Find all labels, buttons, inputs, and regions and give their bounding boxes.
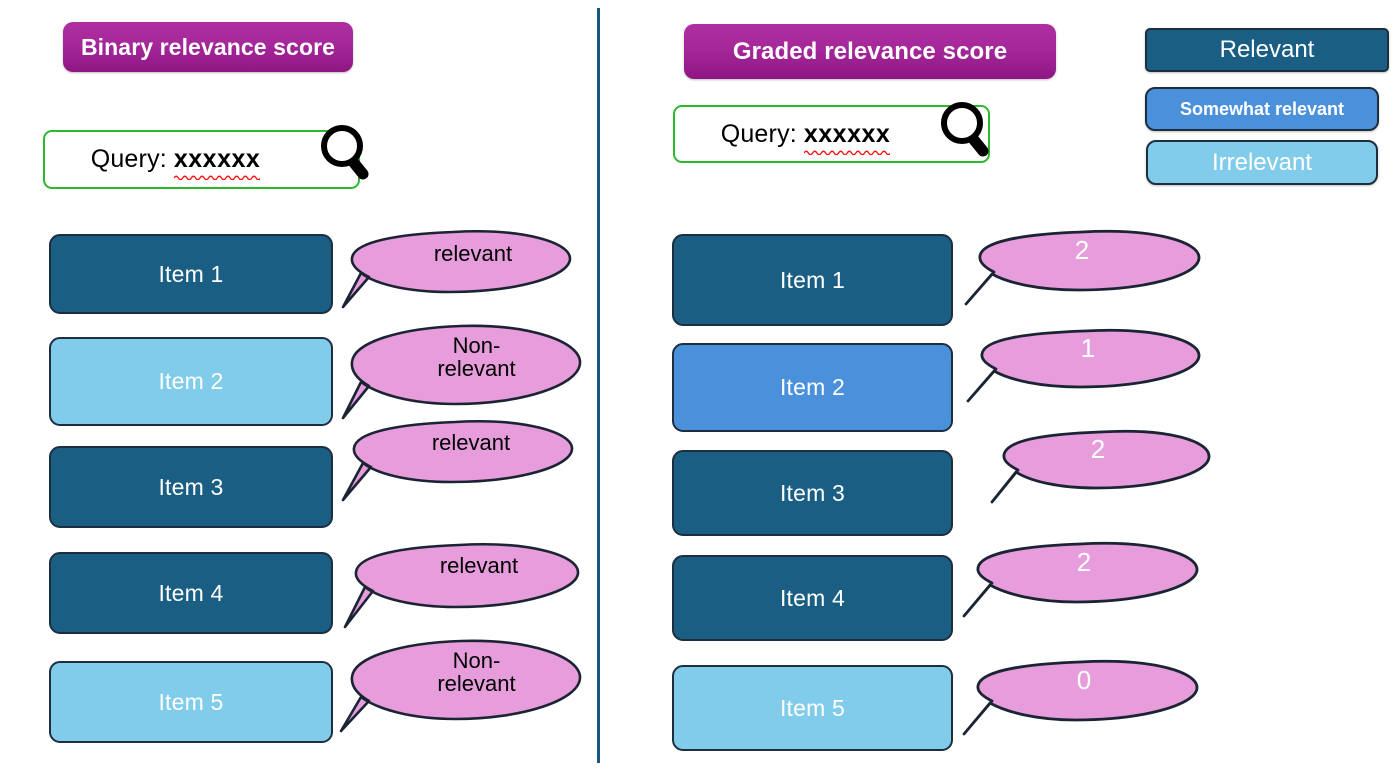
item-box[interactable]: Item 1 [49, 234, 333, 314]
relevance-bubble: relevant [339, 541, 583, 635]
item-box[interactable]: Item 1 [672, 234, 953, 326]
query-input-binary[interactable]: Query: xxxxxx [43, 130, 360, 189]
legend-item-irrelevant: Irrelevant [1146, 140, 1378, 185]
relevance-bubble: relevant [335, 228, 575, 318]
relevance-bubble: relevant [337, 418, 577, 510]
query-input-graded[interactable]: Query: xxxxxx [673, 105, 990, 163]
score-bubble: 2 [962, 228, 1206, 314]
legend-item-somewhat-relevant: Somewhat relevant [1145, 87, 1379, 131]
score-bubble: 0 [962, 658, 1202, 744]
query-value-graded: xxxxxx [803, 120, 891, 155]
query-label-graded: Query: [720, 119, 797, 148]
spellcheck-squiggle-icon [803, 150, 891, 155]
magnifier-icon[interactable] [940, 101, 992, 163]
score-bubble: 2 [990, 428, 1212, 512]
query-text-binary: Query: xxxxxx [90, 145, 313, 180]
item-box[interactable]: Item 5 [672, 665, 953, 751]
score-bubble: 2 [962, 540, 1202, 626]
item-box[interactable]: Item 5 [49, 661, 333, 743]
panel-title-graded: Graded relevance score [684, 24, 1056, 79]
item-box[interactable]: Item 2 [49, 337, 333, 426]
query-label-binary: Query: [90, 145, 167, 173]
panel-title-binary: Binary relevance score [63, 22, 353, 72]
item-box[interactable]: Item 4 [672, 555, 953, 641]
item-box[interactable]: Item 2 [672, 343, 953, 432]
query-value-binary: xxxxxx [173, 145, 261, 180]
panel-divider [597, 8, 600, 763]
relevance-bubble: Non- relevant [337, 322, 585, 430]
item-box[interactable]: Item 3 [49, 446, 333, 528]
item-box[interactable]: Item 4 [49, 552, 333, 634]
legend-item-relevant: Relevant [1145, 28, 1389, 72]
query-text-graded: Query: xxxxxx [720, 119, 943, 155]
score-bubble: 1 [966, 327, 1204, 411]
spellcheck-squiggle-icon [173, 175, 261, 180]
magnifier-icon[interactable] [320, 124, 372, 186]
item-box[interactable]: Item 3 [672, 450, 953, 536]
relevance-bubble: Non- relevant [337, 637, 585, 743]
